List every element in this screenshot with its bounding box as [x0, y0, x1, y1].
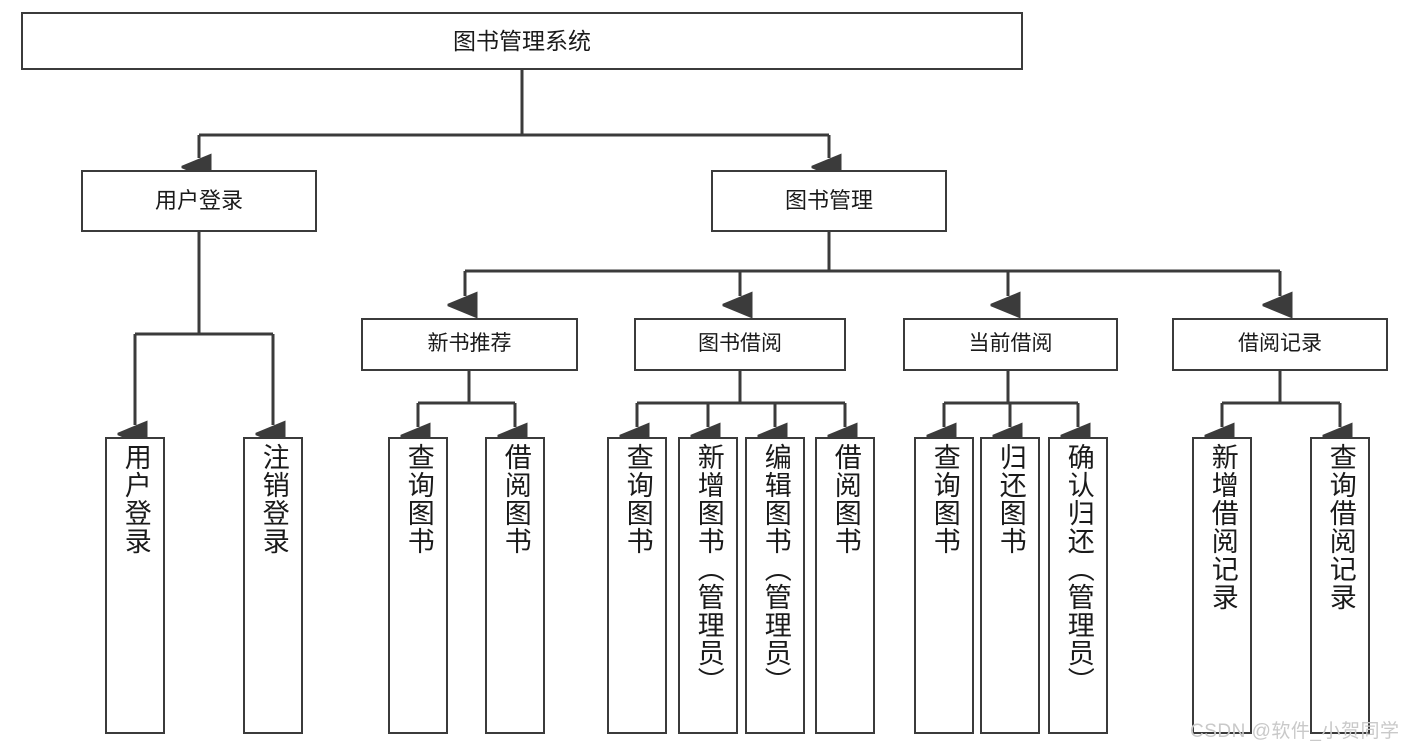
node-label: 确认归还（管理员）: [1063, 443, 1094, 695]
node-new-book-recommendation[interactable]: 新书推荐: [361, 318, 578, 371]
node-label: 新增借阅记录: [1207, 443, 1238, 611]
node-label: 查询借阅记录: [1325, 443, 1356, 611]
node-book-borrowing[interactable]: 图书借阅: [634, 318, 846, 371]
node-leaf-logout[interactable]: 注销登录: [243, 437, 303, 734]
node-label: 当前借阅: [968, 332, 1053, 356]
node-label: 图书管理系统: [453, 27, 591, 54]
node-leaf-query-borrow-record[interactable]: 查询借阅记录: [1310, 437, 1370, 734]
node-current-borrowing[interactable]: 当前借阅: [903, 318, 1118, 371]
node-label: 归还图书: [995, 443, 1026, 555]
node-leaf-query-book-nb[interactable]: 查询图书: [388, 437, 448, 734]
node-leaf-borrow-book-nb[interactable]: 借阅图书: [485, 437, 545, 734]
node-leaf-confirm-return-admin[interactable]: 确认归还（管理员）: [1048, 437, 1108, 734]
node-label: 新增图书（管理员）: [693, 443, 724, 695]
node-root-book-management-system[interactable]: 图书管理系统: [21, 12, 1023, 70]
node-label: 图书借阅: [698, 332, 782, 356]
node-label: 用户登录: [120, 443, 151, 555]
node-label: 借阅图书: [830, 443, 861, 555]
node-label: 查询图书: [622, 443, 653, 555]
node-leaf-user-login[interactable]: 用户登录: [105, 437, 165, 734]
node-label: 编辑图书（管理员）: [760, 443, 791, 695]
node-leaf-query-book-bb[interactable]: 查询图书: [607, 437, 667, 734]
node-label: 查询图书: [403, 443, 434, 555]
node-label: 新书推荐: [427, 332, 512, 356]
node-label: 查询图书: [929, 443, 960, 555]
node-leaf-return-book[interactable]: 归还图书: [980, 437, 1040, 734]
node-book-management[interactable]: 图书管理: [711, 170, 947, 232]
node-label: 借阅图书: [500, 443, 531, 555]
node-leaf-borrow-book-bb[interactable]: 借阅图书: [815, 437, 875, 734]
node-leaf-edit-book-admin[interactable]: 编辑图书（管理员）: [745, 437, 805, 734]
node-label: 借阅记录: [1238, 332, 1322, 356]
node-user-login[interactable]: 用户登录: [81, 170, 317, 232]
node-label: 用户登录: [154, 188, 243, 214]
node-borrowing-record[interactable]: 借阅记录: [1172, 318, 1388, 371]
node-leaf-add-book-admin[interactable]: 新增图书（管理员）: [678, 437, 738, 734]
node-leaf-add-borrow-record[interactable]: 新增借阅记录: [1192, 437, 1252, 734]
node-label: 图书管理: [784, 188, 873, 214]
node-label: 注销登录: [258, 443, 289, 555]
node-leaf-query-book-cb[interactable]: 查询图书: [914, 437, 974, 734]
